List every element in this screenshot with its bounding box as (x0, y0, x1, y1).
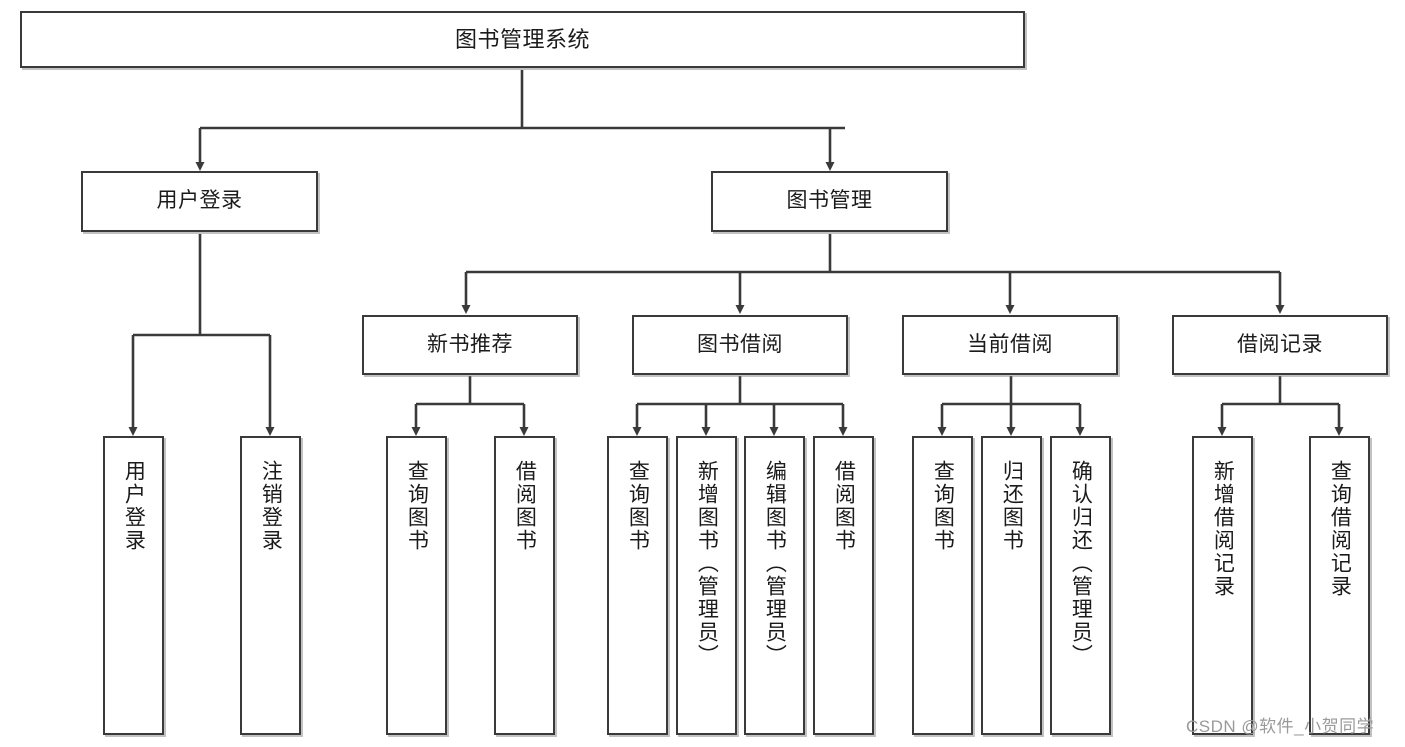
node-label: 用户登录 (122, 460, 146, 552)
node-label: 确认归还（管理员） (1069, 460, 1093, 667)
leaf-user-login-login[interactable]: 用户登录 (103, 436, 164, 735)
node-label: 查询图书 (931, 460, 955, 552)
node-label: 借阅图书 (513, 460, 537, 552)
node-label: 查询借阅记录 (1328, 460, 1352, 598)
node-label: 借阅图书 (832, 460, 856, 552)
node-new-book-recommend[interactable]: 新书推荐 (362, 315, 578, 375)
node-label: 查询图书 (626, 460, 650, 552)
leaf-borrow-record-add-record[interactable]: 新增借阅记录 (1192, 436, 1253, 735)
node-current-borrow[interactable]: 当前借阅 (902, 315, 1118, 375)
leaf-borrow-record-query-record[interactable]: 查询借阅记录 (1309, 436, 1370, 735)
node-label: 注销登录 (259, 460, 283, 552)
leaf-book-borrow-edit-book-admin[interactable]: 编辑图书（管理员） (744, 436, 805, 735)
leaf-book-borrow-borrow-book[interactable]: 借阅图书 (813, 436, 874, 735)
leaf-current-borrow-return-book[interactable]: 归还图书 (981, 436, 1042, 735)
node-label: 新书推荐 (427, 332, 513, 356)
node-user-login[interactable]: 用户登录 (81, 171, 318, 232)
leaf-book-borrow-add-book-admin[interactable]: 新增图书（管理员） (676, 436, 737, 735)
watermark: CSDN @软件_小贺同学 (1186, 717, 1375, 736)
node-label: 新增图书（管理员） (695, 460, 719, 667)
node-label: 图书管理系统 (454, 26, 590, 52)
node-label: 查询图书 (405, 460, 429, 552)
leaf-new-book-query-book[interactable]: 查询图书 (386, 436, 447, 735)
node-root-book-management-system[interactable]: 图书管理系统 (20, 11, 1025, 68)
node-label: 新增借阅记录 (1211, 460, 1235, 598)
node-label: 编辑图书（管理员） (763, 460, 787, 667)
node-borrow-record[interactable]: 借阅记录 (1172, 315, 1388, 375)
node-label: 归还图书 (1000, 460, 1024, 552)
leaf-current-borrow-query-book[interactable]: 查询图书 (912, 436, 973, 735)
node-label: 图书管理 (786, 189, 873, 213)
leaf-new-book-borrow-book[interactable]: 借阅图书 (494, 436, 555, 735)
node-label: 借阅记录 (1237, 332, 1323, 356)
leaf-user-login-logout[interactable]: 注销登录 (240, 436, 301, 735)
node-book-borrow[interactable]: 图书借阅 (632, 315, 848, 375)
leaf-current-borrow-confirm-return-admin[interactable]: 确认归还（管理员） (1050, 436, 1111, 735)
leaf-book-borrow-query-book[interactable]: 查询图书 (607, 436, 668, 735)
node-book-management[interactable]: 图书管理 (711, 171, 948, 232)
node-label: 当前借阅 (967, 332, 1053, 356)
node-label: 图书借阅 (697, 332, 783, 356)
node-label: 用户登录 (156, 189, 243, 213)
